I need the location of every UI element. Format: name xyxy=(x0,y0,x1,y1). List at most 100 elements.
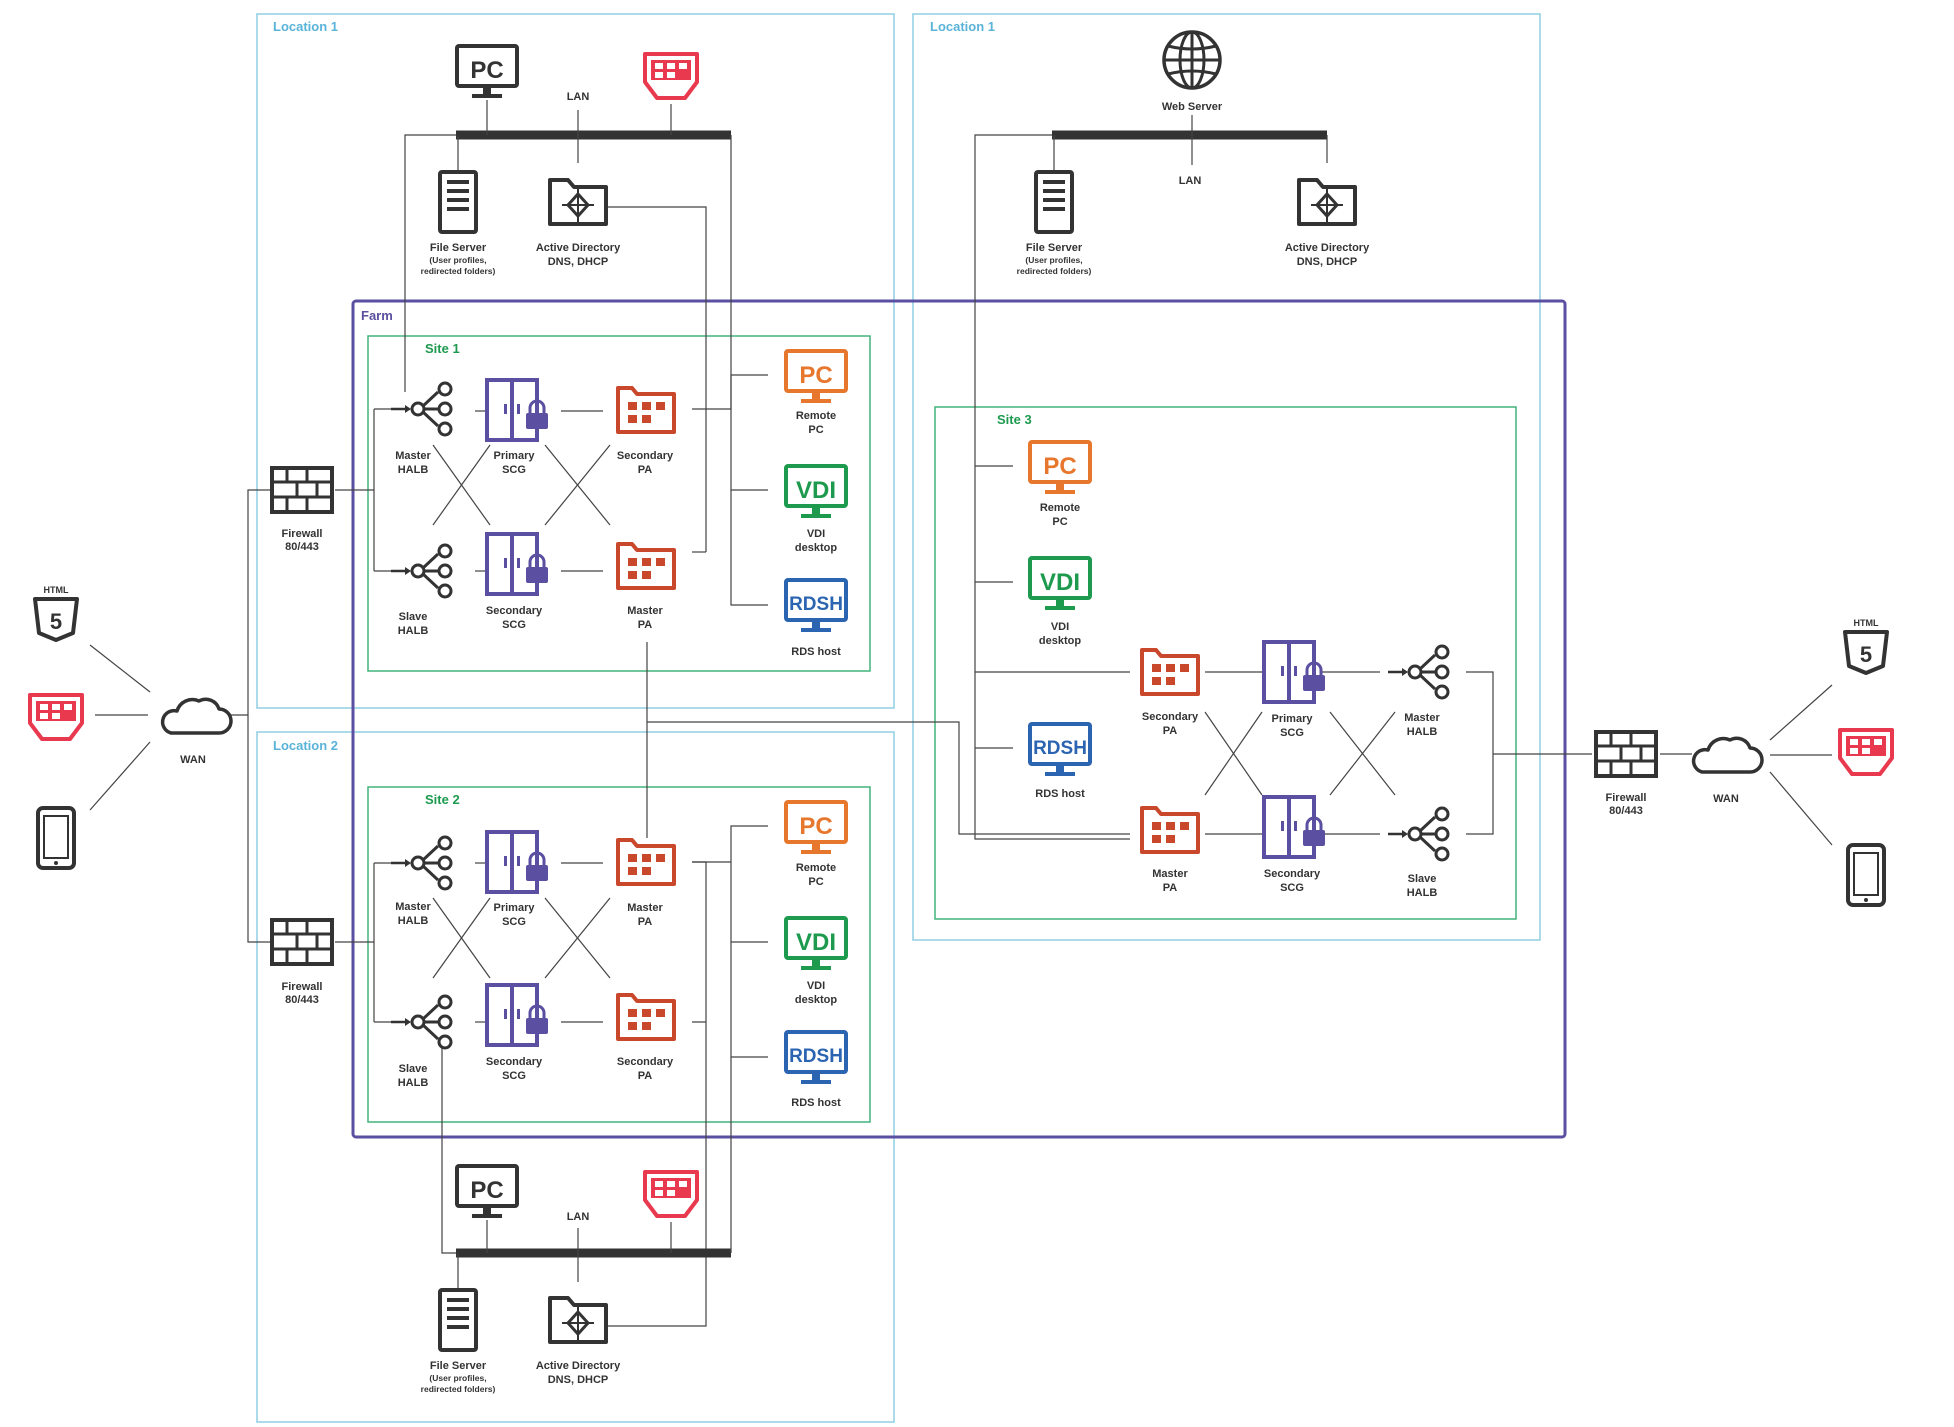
wan-left-label: WAN xyxy=(180,754,206,766)
location1-right-title: Location 1 xyxy=(930,19,995,34)
master-halb-label: Master xyxy=(395,450,431,462)
master-pa-icon-site3 xyxy=(1140,806,1200,854)
secondary-pa-icon-site1 xyxy=(616,386,676,434)
primary-scg-label: Primary xyxy=(494,902,536,914)
master-halb-label: Master xyxy=(395,901,431,913)
rdsh-icon-text: RDSH xyxy=(789,594,843,615)
firewall-bottom-label-1: Firewall xyxy=(282,981,323,993)
secondary-pa-icon-site2 xyxy=(616,993,676,1041)
wan-cloud-left xyxy=(160,697,233,735)
firewall-top-label-1: Firewall xyxy=(282,528,323,540)
html5-number: 5 xyxy=(50,609,62,634)
file-server-label: File Server xyxy=(430,242,487,254)
html5-client-right: HTML 5 xyxy=(1843,618,1889,675)
rdp-client-left xyxy=(28,693,84,741)
pc-icon-loc2: PC xyxy=(455,1164,519,1220)
file-server-icon-loc1 xyxy=(438,170,478,234)
master-pa-icon-site1 xyxy=(616,542,676,590)
firewall-top-label-2: 80/443 xyxy=(285,541,319,553)
html5-label: HTML xyxy=(44,585,69,595)
active-directory-icon-loc2 xyxy=(548,1296,608,1344)
ad-label: Active Directory xyxy=(536,1360,621,1372)
html5-label: HTML xyxy=(1854,618,1879,628)
site3-title: Site 3 xyxy=(997,412,1032,427)
location2-title: Location 2 xyxy=(273,738,338,753)
site1-title: Site 1 xyxy=(425,341,460,356)
lan-label-loc2: LAN xyxy=(567,1211,590,1223)
html5-number: 5 xyxy=(1860,642,1872,667)
pa-label: PA xyxy=(638,916,653,928)
html5-client-left: HTML 5 xyxy=(33,585,79,642)
scg-label: SCG xyxy=(1280,727,1304,739)
scg-label: SCG xyxy=(502,1070,526,1082)
slave-halb-label: Slave xyxy=(399,1063,428,1075)
scg-label: SCG xyxy=(502,464,526,476)
rdsh-icon-site2: RDSH xyxy=(784,1030,848,1086)
file-server-sub2: redirected folders) xyxy=(421,266,496,276)
pa-label: PA xyxy=(1163,882,1178,894)
master-pa-label: Master xyxy=(627,902,663,914)
file-server-sub1: (User profiles, xyxy=(429,1373,486,1383)
slave-halb-label: Slave xyxy=(399,611,428,623)
pc-label: PC xyxy=(1052,516,1067,528)
firewall-bottom-label-2: 80/443 xyxy=(285,994,319,1006)
rdsh-icon-site3: RDSH xyxy=(1028,722,1092,778)
vdi-icon-site2: VDI xyxy=(784,916,848,972)
wan-right-label: WAN xyxy=(1713,793,1739,805)
tablet-client-left xyxy=(36,806,76,870)
pc-label: PC xyxy=(808,424,823,436)
firewall-bottom-icon xyxy=(270,918,334,966)
rdsh-icon-text: RDSH xyxy=(789,1046,843,1067)
halb-label: HALB xyxy=(398,464,429,476)
scg-label: SCG xyxy=(1280,882,1304,894)
site1-zone xyxy=(367,335,871,672)
pc-icon-text: PC xyxy=(799,362,832,389)
ad-sub: DNS, DHCP xyxy=(1297,256,1358,268)
primary-scg-label: Primary xyxy=(1272,713,1314,725)
master-pa-icon-site2 xyxy=(616,838,676,886)
remote-pc-label: Remote xyxy=(1040,502,1080,514)
remote-pc-icon-site1: PC xyxy=(784,349,848,405)
master-halb-icon-site3 xyxy=(1386,644,1450,700)
primary-scg-label: Primary xyxy=(494,450,536,462)
scg-label: SCG xyxy=(502,619,526,631)
desktop-label: desktop xyxy=(795,994,837,1006)
active-directory-icon-loc1-right xyxy=(1297,178,1357,226)
master-halb-icon-site1 xyxy=(389,381,453,437)
ad-sub: DNS, DHCP xyxy=(548,1374,609,1386)
vdi-label: VDI xyxy=(807,980,825,992)
primary-scg-icon-site2 xyxy=(485,830,550,894)
rdsh-icon-text: RDSH xyxy=(1033,738,1087,759)
vdi-icon-text: VDI xyxy=(796,477,836,504)
file-server-label: File Server xyxy=(1026,242,1083,254)
primary-scg-icon-site1 xyxy=(485,378,550,442)
secondary-scg-label: Secondary xyxy=(1264,868,1321,880)
rdp-client-loc1 xyxy=(643,52,699,100)
master-halb-icon-site2 xyxy=(389,835,453,891)
firewall-right-icon xyxy=(1594,730,1658,778)
vdi-icon-text: VDI xyxy=(796,929,836,956)
pc-icon-text: PC xyxy=(799,813,832,840)
halb-label: HALB xyxy=(398,915,429,927)
ad-sub: DNS, DHCP xyxy=(548,256,609,268)
scg-label: SCG xyxy=(502,916,526,928)
tablet-client-right xyxy=(1846,843,1886,907)
pc-icon-text: PC xyxy=(470,1177,503,1204)
file-server-icon-loc2 xyxy=(438,1288,478,1352)
connection-lines xyxy=(89,100,1833,1327)
firewall-right-label-2: 80/443 xyxy=(1609,805,1643,817)
slave-halb-icon-site3 xyxy=(1386,806,1450,862)
halb-label: HALB xyxy=(1407,887,1438,899)
halb-label: HALB xyxy=(1407,726,1438,738)
desktop-label: desktop xyxy=(795,542,837,554)
pc-icon-text: PC xyxy=(470,57,503,84)
firewall-top-icon xyxy=(270,466,334,514)
vdi-icon-site3: VDI xyxy=(1028,556,1092,612)
vdi-label: VDI xyxy=(1051,621,1069,633)
file-server-sub2: redirected folders) xyxy=(421,1384,496,1394)
remote-pc-label: Remote xyxy=(796,862,836,874)
location2-zone xyxy=(256,731,895,1423)
remote-pc-icon-site2: PC xyxy=(784,800,848,856)
file-server-sub2: redirected folders) xyxy=(1017,266,1092,276)
